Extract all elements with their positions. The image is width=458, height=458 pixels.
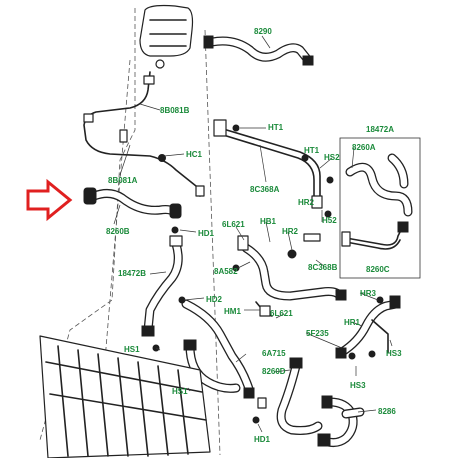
callout-HC1: HC1 xyxy=(186,150,203,159)
callout-8B081B: 8B081B xyxy=(160,106,190,115)
callout-HM1: HM1 xyxy=(224,307,241,316)
callout-8290: 8290 xyxy=(254,27,272,36)
callout-8C368B: 8C368B xyxy=(308,263,338,272)
callout-HR2-upper: HR2 xyxy=(298,198,315,207)
bleed-pipe xyxy=(83,71,205,197)
callout-HS1-lower: HS1 xyxy=(172,387,188,396)
hollow-right-arrow-icon xyxy=(26,178,73,222)
callout-8260B: 8260B xyxy=(106,227,130,236)
callout-6L621-lower: 6L621 xyxy=(270,309,293,318)
expansion-tank xyxy=(139,4,194,69)
callout-6A715: 6A715 xyxy=(262,349,286,358)
callout-6L621-upper: 6L621 xyxy=(222,220,245,229)
callout-HD1-lower: HD1 xyxy=(254,435,271,444)
central-pipes xyxy=(181,233,347,399)
callout-5F235: 5F235 xyxy=(306,329,329,338)
callout-8A582: 8A582 xyxy=(214,267,238,276)
callout-H52: H52 xyxy=(322,216,337,225)
callout-HR3: HR3 xyxy=(360,289,377,298)
callout-18472B: 18472B xyxy=(118,269,146,278)
hose-8260B xyxy=(83,187,182,219)
callout-HD1-upper: HD1 xyxy=(198,229,215,238)
callout-HD2: HD2 xyxy=(206,295,223,304)
callout-HS1-upper: HS1 xyxy=(124,345,140,354)
callout-labels: 8290 8B081B 18472A HT1 HT1 HC1 HS2 8260A… xyxy=(106,27,402,444)
callout-HT1-top: HT1 xyxy=(268,123,284,132)
callout-8286: 8286 xyxy=(378,407,396,416)
callout-8C368A: 8C368A xyxy=(250,185,280,194)
hose-HR1 xyxy=(335,295,401,360)
callout-8260A: 8260A xyxy=(352,143,376,152)
callout-HR1: HR1 xyxy=(344,318,361,327)
hose-8290 xyxy=(203,35,314,66)
callout-8260D: 8260D xyxy=(262,367,286,376)
callout-HR2-lower: HR2 xyxy=(282,227,299,236)
callout-HT1-right: HT1 xyxy=(304,146,320,155)
callout-HS3-upper: HS3 xyxy=(386,349,402,358)
callout-18472A: 18472A xyxy=(366,125,394,134)
box-18472A xyxy=(339,137,421,279)
hose-8260D-8286 xyxy=(257,357,365,448)
callout-HS3-lower: HS3 xyxy=(350,381,366,390)
hose-18472B xyxy=(141,235,183,337)
pipe-8C368A xyxy=(213,119,323,209)
callout-8B081A: 8B081A xyxy=(108,176,138,185)
radiator xyxy=(39,335,211,458)
callout-HB1: HB1 xyxy=(260,217,277,226)
callout-HS2: HS2 xyxy=(324,153,340,162)
leader-lines xyxy=(113,35,393,433)
callout-8260C: 8260C xyxy=(366,265,390,274)
